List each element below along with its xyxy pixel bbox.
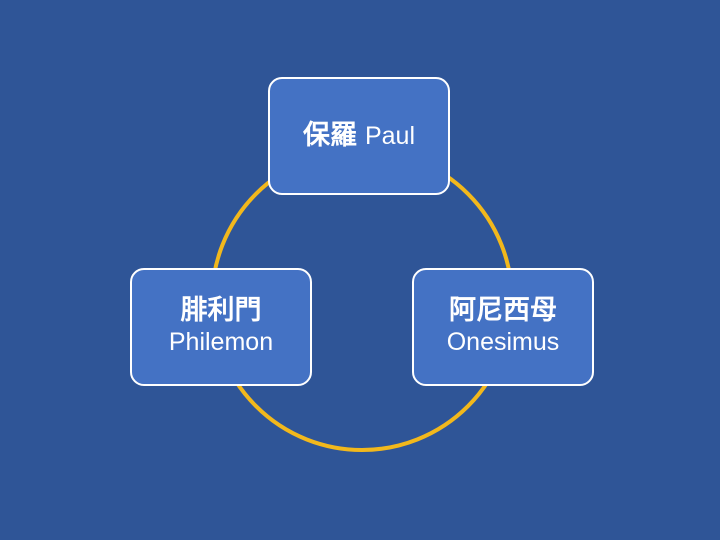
node-onesimus-english: Onesimus — [446, 328, 560, 357]
node-philemon-chinese: 腓利門 — [180, 295, 262, 327]
node-paul-label: 保羅 Paul — [303, 120, 415, 153]
node-paul-english: Paul — [364, 121, 416, 150]
node-paul-chinese: 保羅 — [302, 119, 357, 151]
node-paul: 保羅 Paul — [268, 77, 450, 195]
node-philemon: 腓利門 Philemon — [130, 268, 312, 386]
node-onesimus: 阿尼西母 Onesimus — [412, 268, 594, 386]
node-philemon-english: Philemon — [168, 328, 274, 357]
node-onesimus-chinese: 阿尼西母 — [449, 295, 557, 327]
